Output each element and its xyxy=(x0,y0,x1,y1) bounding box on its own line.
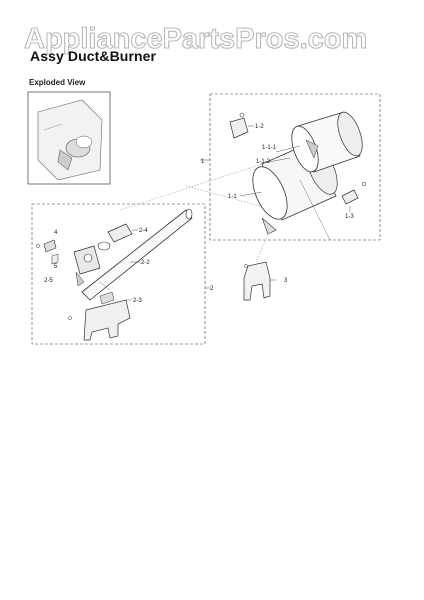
label-1-3: 1-3 xyxy=(345,214,354,220)
label-2-2: 2-2 xyxy=(141,260,150,266)
valve-2-4-part xyxy=(97,223,133,251)
label-1-1: 1-1 xyxy=(228,194,237,200)
label-1-2: 1-2 xyxy=(255,124,264,130)
exploded-view-label: Exploded View xyxy=(29,78,86,87)
group-1-box xyxy=(200,93,381,241)
overview-thumbnail xyxy=(27,91,111,185)
base-bracket-2-3-part xyxy=(68,291,131,341)
callout-leaders xyxy=(126,125,351,301)
label-2-4: 2-4 xyxy=(139,228,148,234)
page-title: Assy Duct&Burner xyxy=(30,48,157,64)
label-2-5: 2-5 xyxy=(44,278,53,284)
label-5: 5 xyxy=(54,264,58,270)
label-1: 1 xyxy=(201,159,205,165)
bracket-3-part xyxy=(243,261,271,301)
label-2: 2 xyxy=(210,286,214,292)
watermark: AppliancePartsPros.com xyxy=(24,22,368,55)
label-2-3: 2-3 xyxy=(133,298,142,304)
bracket-1-2-part xyxy=(229,112,249,139)
burner-tube-part xyxy=(81,208,193,301)
watermark-text: AppliancePartsPros.com xyxy=(24,23,367,55)
label-1-1-2: 1-1-2 xyxy=(256,159,271,165)
part-4-5 xyxy=(36,239,59,265)
label-4: 4 xyxy=(54,230,58,236)
label-3: 3 xyxy=(284,278,288,284)
upper-duct-part xyxy=(291,111,363,173)
sensor-1-3-part xyxy=(299,179,367,241)
manifold-2-5-part xyxy=(73,245,101,287)
connector-lines xyxy=(119,163,269,263)
label-1-1-1: 1-1-1 xyxy=(262,145,277,151)
group-2-box xyxy=(31,203,210,345)
